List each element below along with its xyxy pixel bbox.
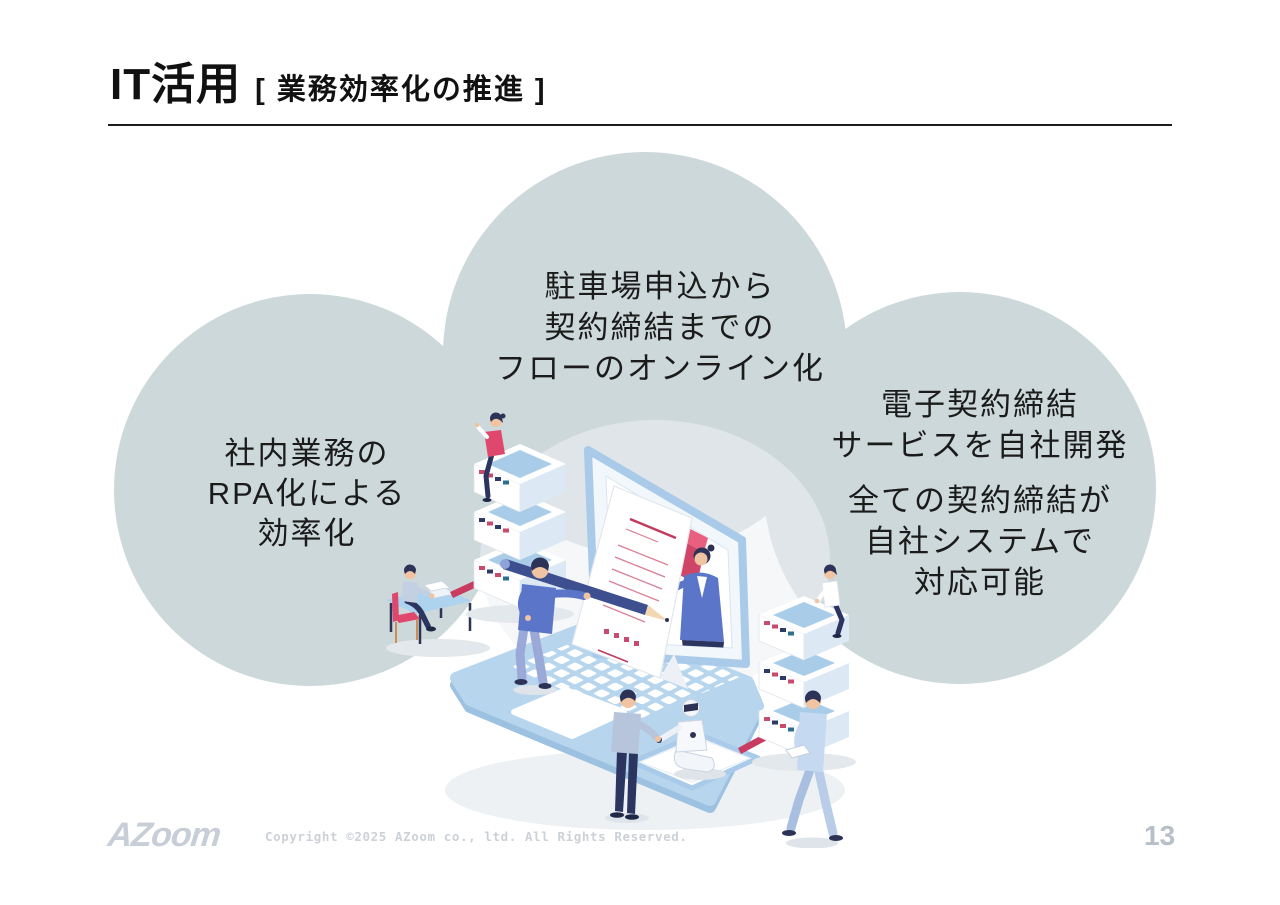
page-title: IT活用 xyxy=(110,60,242,109)
bubble-line: 契約締結までの xyxy=(544,310,776,345)
bubble-line: 全ての契約締結が xyxy=(848,483,1112,518)
header: IT活用 [ 業務効率化の推進 ] xyxy=(110,48,547,112)
title-divider xyxy=(108,124,1172,126)
handshake-person xyxy=(605,689,661,823)
page-number: 13 xyxy=(1144,820,1176,851)
pencil-signer xyxy=(513,557,591,695)
robot xyxy=(656,699,715,773)
rack-sitter-left xyxy=(474,412,506,502)
central-illustration xyxy=(386,412,856,848)
pink-chair xyxy=(392,592,399,622)
bubble-line: 対応可能 xyxy=(914,565,1046,600)
laptop xyxy=(450,446,764,813)
bubble-line: 駐車場申込から xyxy=(544,269,776,304)
walking-person xyxy=(782,690,843,848)
bubble-text-right-group2: 全ての契約締結が 自社システムで 対応可能 xyxy=(790,480,1170,603)
bubble-text-right-group1: 電子契約締結 サービスを自社開発 xyxy=(790,384,1170,466)
bubble-line: 効率化 xyxy=(257,516,357,551)
robot-visor xyxy=(684,703,698,712)
bubble-line: RPA化による xyxy=(207,476,407,511)
company-logo: AZoom xyxy=(106,816,223,854)
bubble-line: 社内業務の xyxy=(224,436,390,471)
floor-shadow xyxy=(445,750,845,830)
red-connector-left xyxy=(450,580,479,598)
trackpad xyxy=(511,687,627,739)
bubble-circle-left xyxy=(114,294,506,686)
handheld-tablet-icon xyxy=(785,744,811,759)
desk-worker-group xyxy=(386,564,490,657)
bubble-text-top: 駐車場申込から 契約締結までの フローのオンライン化 xyxy=(460,266,860,389)
keyboard xyxy=(508,628,742,720)
server-rack-left xyxy=(466,444,574,623)
bubble-line: 電子契約締結 xyxy=(881,387,1079,422)
bubble-line: 自社システムで xyxy=(864,524,1096,559)
bubble-text-left: 社内業務の RPA化による 効率化 xyxy=(127,434,487,554)
red-connector-right xyxy=(738,734,767,754)
bubble-text-right: 電子契約締結 サービスを自社開発 全ての契約締結が 自社システムで 対応可能 xyxy=(790,384,1170,603)
page-subtitle: [ 業務効率化の推進 ] xyxy=(255,74,547,106)
bubble-line: サービスを自社開発 xyxy=(831,428,1129,463)
rack-sitter-right xyxy=(814,564,845,638)
copyright-text: Copyright ©2025 AZoom co., ltd. All Righ… xyxy=(265,829,688,844)
bubble-line: フローのオンライン化 xyxy=(495,351,825,386)
